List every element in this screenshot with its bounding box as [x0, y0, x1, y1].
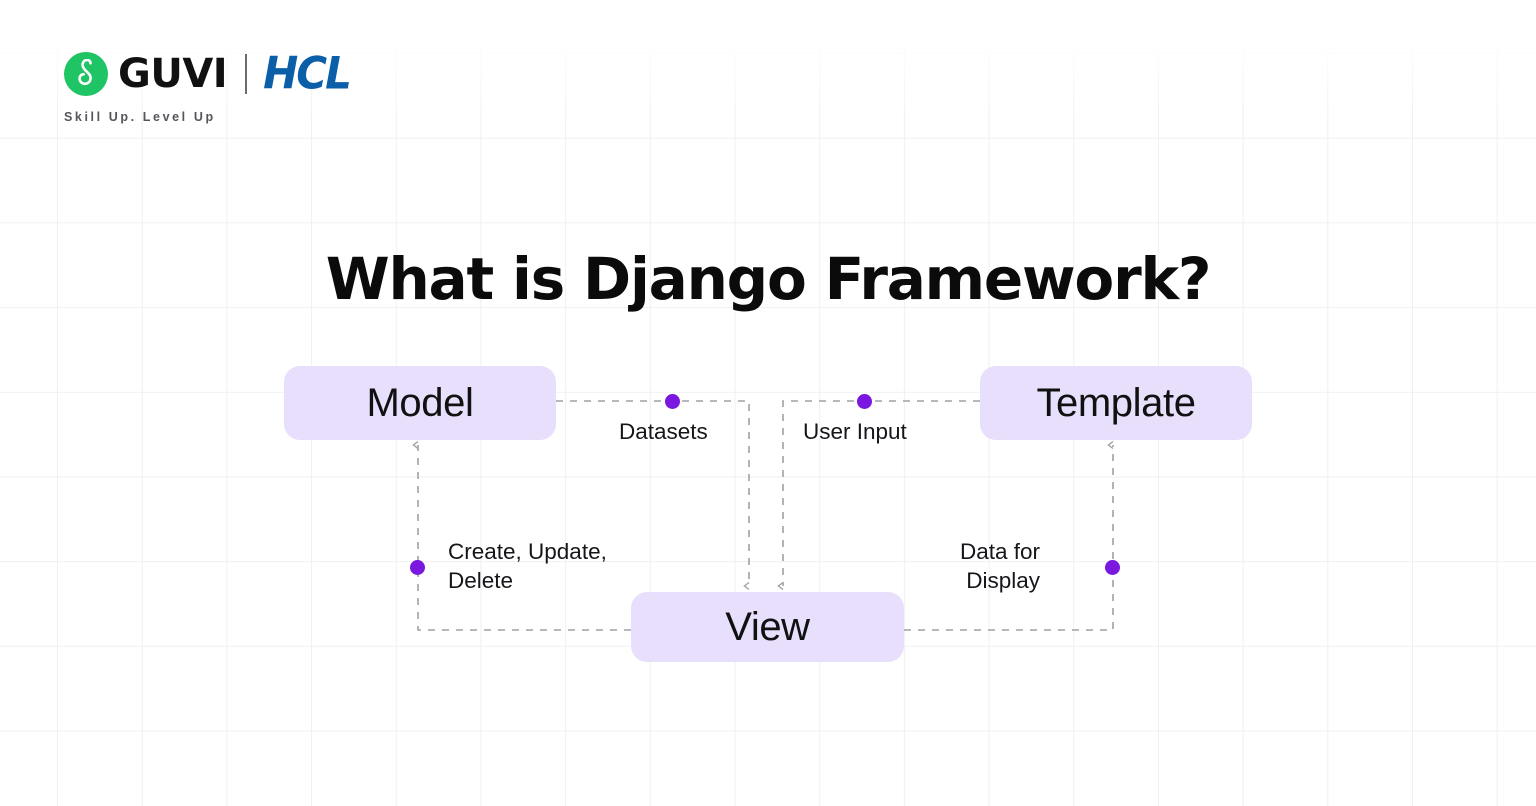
edge-marker-dot-datasets	[665, 394, 680, 409]
edge-label-data-for-display: Data for Display	[959, 539, 1040, 593]
page-title: What is Django Framework?	[325, 244, 1212, 313]
edge-marker-dot-user-input	[857, 394, 872, 409]
edge-marker-dot-display	[1105, 560, 1120, 575]
brand-tagline: Skill Up. Level Up	[64, 110, 216, 124]
edge-label-create-update-delete: Create, Update, Delete	[448, 539, 607, 593]
edge-marker-dot-cud	[410, 560, 425, 575]
brand-logo-lockup: GUVI HCL Skill Up. Level Up	[64, 47, 352, 124]
diagram-node-template[interactable]: Template	[980, 366, 1252, 440]
guvi-circle-g-icon	[64, 52, 108, 96]
edge-label-user-input: User Input	[803, 419, 907, 444]
diagram-node-view[interactable]: View	[631, 592, 904, 662]
guvi-wordmark: GUVI	[118, 51, 228, 97]
diagram-node-model[interactable]: Model	[284, 366, 556, 440]
hcl-wordmark: HCL	[263, 47, 352, 100]
edge-cud-path	[412, 440, 631, 631]
brand-divider	[245, 54, 248, 94]
brand-logo-row: GUVI HCL	[64, 47, 352, 100]
edge-user-input-path	[777, 400, 980, 591]
edge-label-datasets: Datasets	[619, 419, 708, 444]
